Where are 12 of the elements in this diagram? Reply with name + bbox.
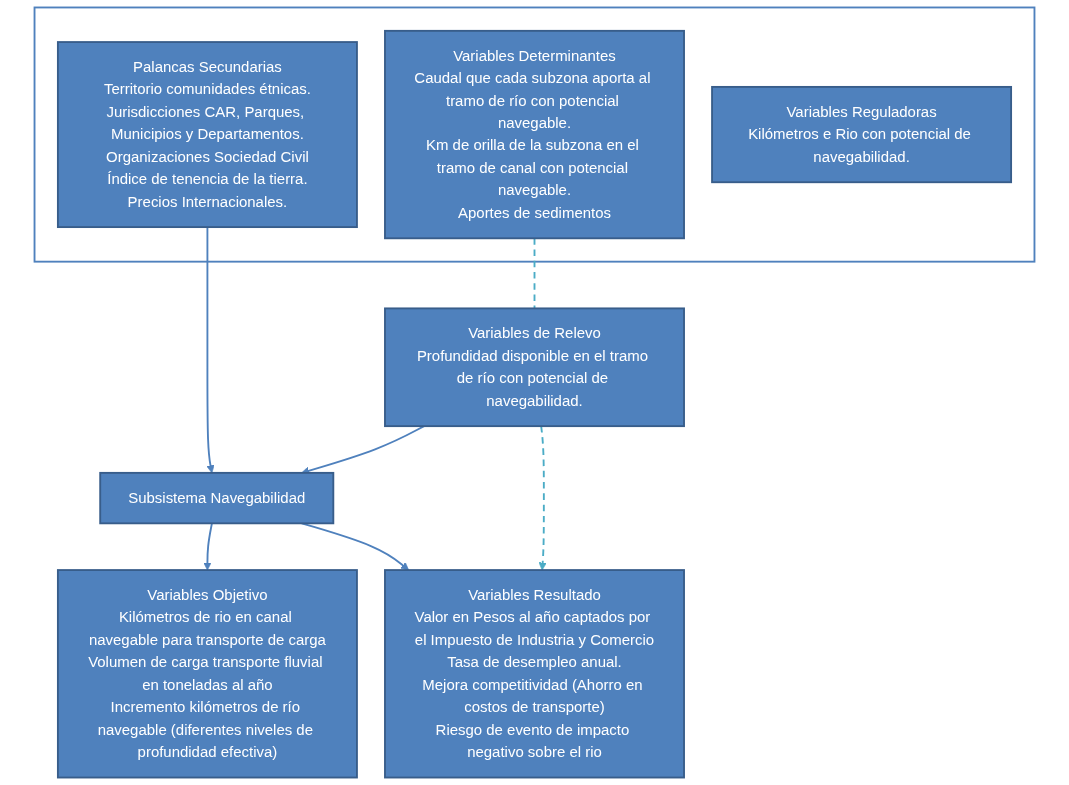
node-box: Variables de Relevo Profundidad disponible en el tramo de río con potencial de navegabilidad. [384,307,685,428]
connector [533,237,536,310]
node-box: Variables Objetivo Kilómetros de rio en canal navegable para transporte de carga Volumen de carga transporte fluvial en toneladas al año Incremento kilómetros de río navegable (diferentes niveles de profundidad efectiva) [56,569,358,779]
cluster [33,6,1036,263]
node-box: Variables Reguladoras Kilómetros e Rio con potencial de navegabilidad. [711,85,1013,184]
node-box: Palancas Secundarias Territorio comunidades étnicas. Jurisdicciones CAR, Parques, Municipios y Departamentos. Organizaciones Sociedad Civil Índice de tenencia de la tierra. Precios Internacionales. [56,41,358,229]
arrow [203,522,213,571]
arrow [206,226,215,474]
node-box: Subsistema Navegabilidad [99,471,335,525]
node-box: Variables Determinantes Caudal que cada subzona aporta al tramo de río con potencial navegable. Km de orilla de la subzona en el tramo de canal con potencial navegable. Aportes de sedimentos [384,29,685,240]
arrow [538,425,547,571]
node-box: Variables Resultado Valor en Pesos al año captados por el Impuesto de Industria y Comercio Tasa de desempleo anual. Mejora competitividad (Ahorro en costos de transporte) Riesgo de evento de impacto negativo sobre el rio [384,569,685,779]
